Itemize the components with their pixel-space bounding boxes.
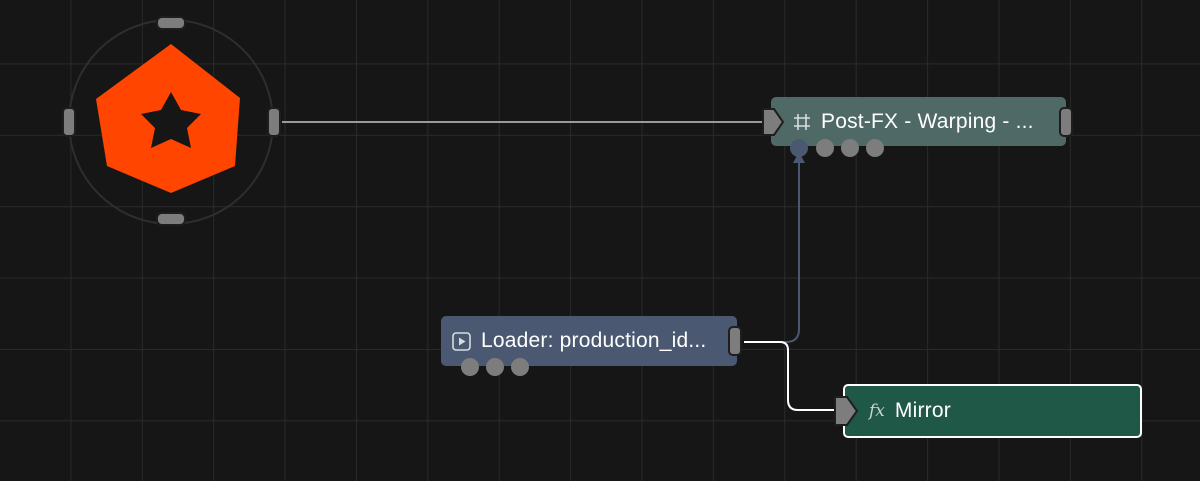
wire-loader-to-postfx[interactable] [744,160,800,343]
wire-loader-to-mirror[interactable] [744,341,840,411]
postfx-input-port[interactable] [761,107,785,137]
loader-output-port[interactable] [728,326,742,356]
postfx-node-title: Post-FX - Warping - ... [821,109,1034,133]
loader-node[interactable]: Loader: production_id... [441,316,737,366]
postfx-output-port[interactable] [1059,107,1073,137]
fx-icon: fx [869,401,885,421]
logo-star-cutout [141,92,201,148]
mirror-node[interactable]: fx Mirror [843,384,1142,438]
postfx-node[interactable]: Post-FX - Warping - ... [771,97,1066,146]
loader-node-title: Loader: production_id... [481,329,707,352]
logo-port-right[interactable] [267,107,281,137]
play-box-icon [452,331,471,351]
wire-arrowhead [793,152,805,163]
postfx-param-port-3[interactable] [841,139,859,157]
hash-grid-icon [793,113,811,131]
logo-port-bottom[interactable] [156,212,186,226]
logo-port-left[interactable] [62,107,76,137]
loader-param-port-1[interactable] [461,358,479,376]
mirror-node-title: Mirror [894,399,951,422]
loader-param-port-3[interactable] [511,358,529,376]
postfx-param-port-4[interactable] [866,139,884,157]
mirror-input-port[interactable] [833,395,859,427]
loader-param-port-2[interactable] [486,358,504,376]
postfx-param-port-1[interactable] [790,139,808,157]
postfx-param-port-2[interactable] [816,139,834,157]
logo-port-top[interactable] [156,16,186,30]
